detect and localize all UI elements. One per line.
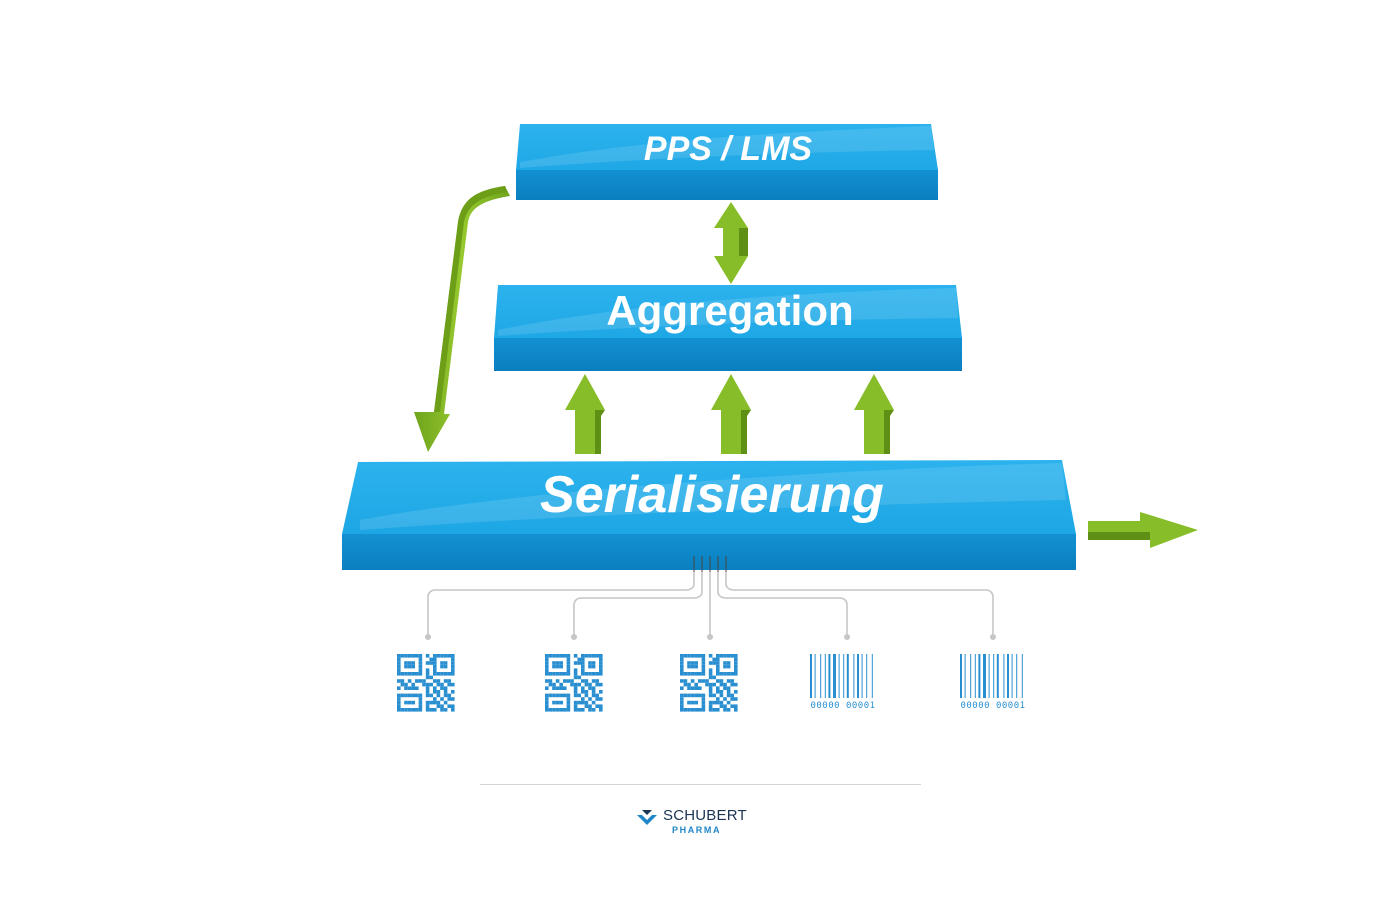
schubert-logo-icon	[637, 810, 657, 825]
barcode-number: 00000 00001	[810, 701, 875, 711]
curved-down-arrow-icon	[414, 186, 510, 452]
barcode-icon: 00000 00001	[810, 654, 875, 711]
pps-lms-label: PPS / LMS	[644, 130, 812, 168]
up-arrow-icon	[711, 374, 751, 454]
serialisierung-label: Serialisierung	[540, 466, 884, 524]
aggregation-label: Aggregation	[606, 287, 853, 334]
barcode-icon: 00000 00001	[960, 654, 1025, 711]
pps-lms-box: PPS / LMS	[516, 124, 938, 200]
connection-lines	[427, 556, 994, 636]
barcode-number: 00000 00001	[960, 701, 1025, 711]
bidirectional-arrow-icon	[714, 202, 748, 284]
qr-code-icon	[680, 654, 738, 712]
footer-divider	[480, 784, 921, 785]
right-arrow-icon	[1088, 512, 1198, 548]
aggregation-box: Aggregation	[494, 285, 962, 371]
serialisierung-box: Serialisierung	[342, 460, 1076, 570]
logo-subtitle: PHARMA	[672, 825, 722, 835]
qr-code-icon	[397, 654, 455, 712]
logo-name: SCHUBERT	[663, 807, 747, 824]
up-arrow-icon	[854, 374, 894, 454]
schubert-pharma-logo: SCHUBERT PHARMA	[636, 804, 776, 840]
connection-dots	[425, 634, 996, 640]
up-arrow-icon	[565, 374, 605, 454]
qr-code-icon	[545, 654, 603, 712]
